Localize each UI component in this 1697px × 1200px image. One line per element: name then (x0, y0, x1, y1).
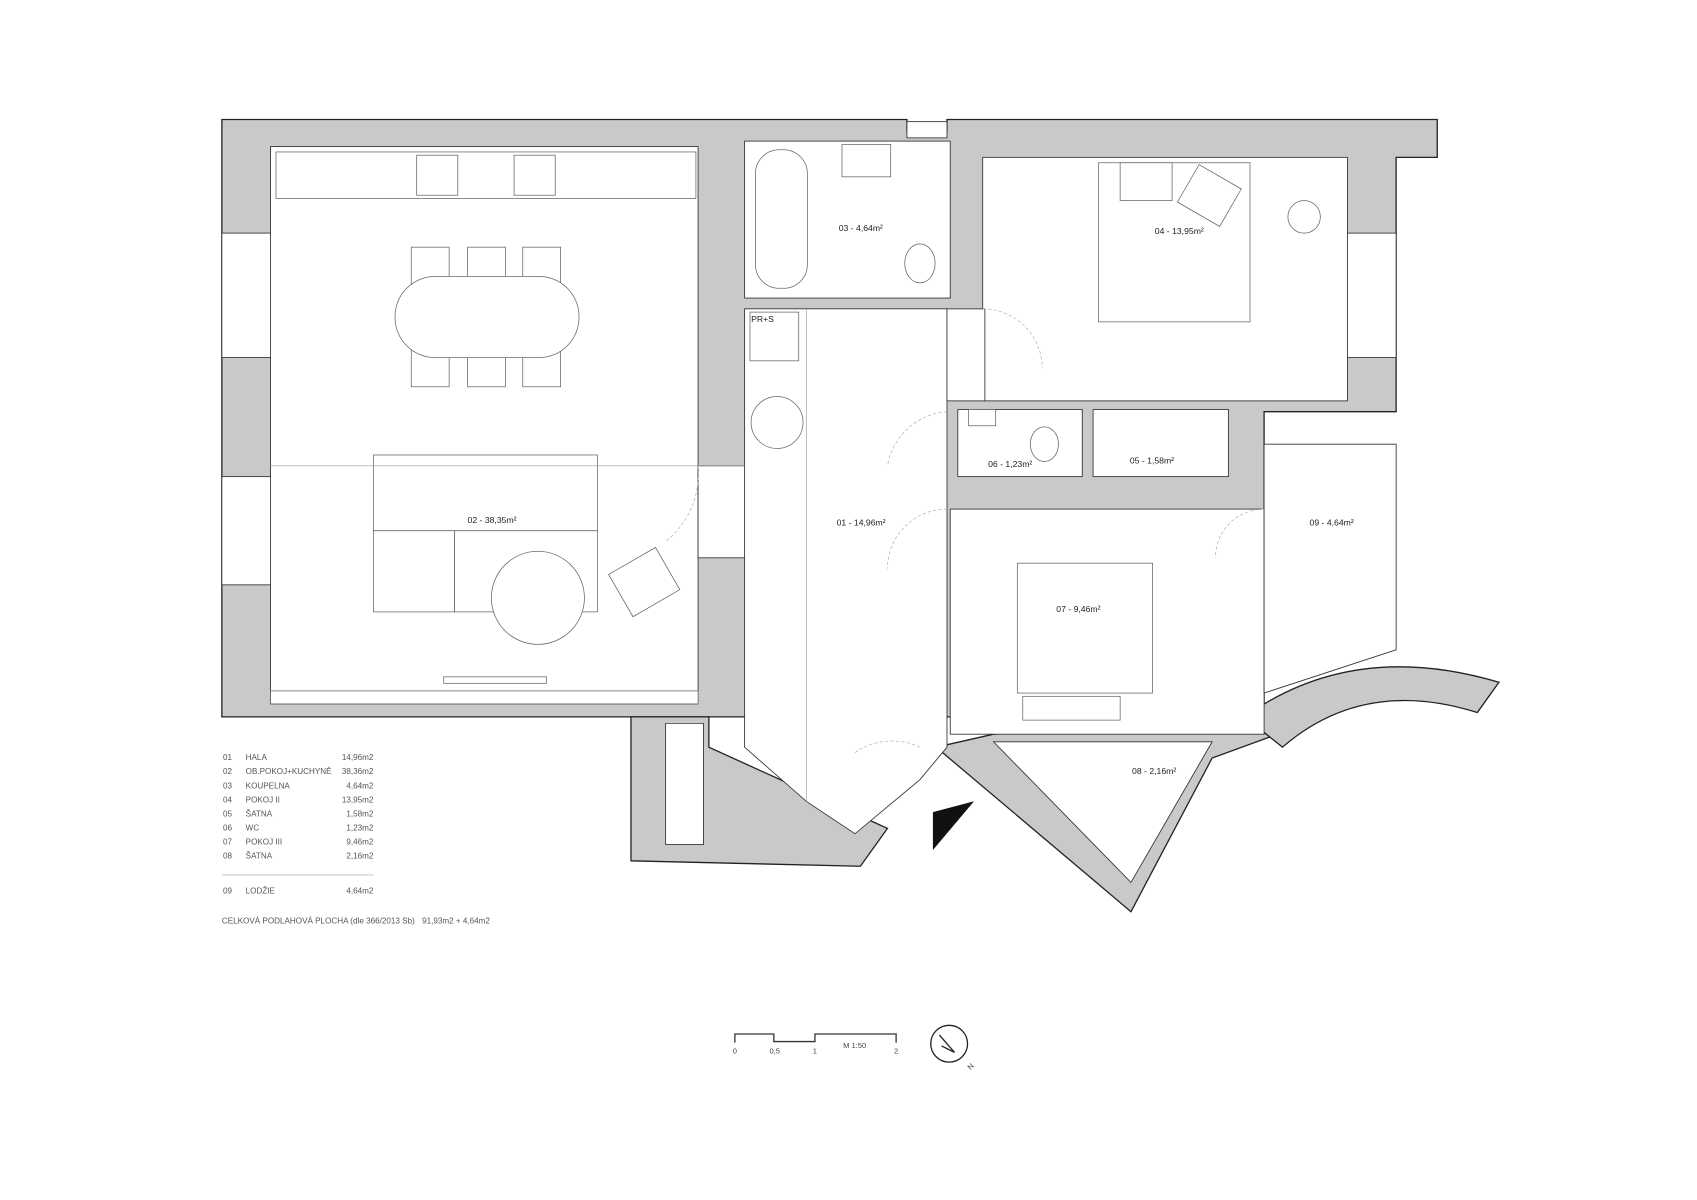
svg-text:1,58m2: 1,58m2 (346, 809, 374, 818)
legend-row: 01 HALA 14,96m2 (223, 753, 374, 762)
room-labels: 01 - 14,96m² 02 - 38,35m² 03 - 4,64m² 04… (468, 223, 1354, 776)
legend-row: 02 OB.POKOJ+KUCHYNĚ 38,36m2 (223, 767, 374, 776)
entrance-marker (932, 801, 975, 851)
svg-text:M 1:50: M 1:50 (843, 1041, 866, 1050)
svg-text:ŠATNA: ŠATNA (246, 809, 273, 818)
room-label-01: 01 - 14,96m² (837, 517, 886, 527)
room-label-08: 08 - 2,16m² (1132, 766, 1176, 776)
svg-text:KOUPELNA: KOUPELNA (246, 781, 291, 790)
door-swings (665, 308, 1265, 753)
svg-text:2,16m2: 2,16m2 (346, 852, 374, 861)
room-label-07: 07 - 9,46m² (1056, 604, 1100, 614)
legend-row: 09 LODŽIE 4,64m2 (223, 886, 374, 895)
svg-text:09: 09 (223, 886, 233, 895)
svg-text:OB.POKOJ+KUCHYNĚ: OB.POKOJ+KUCHYNĚ (246, 767, 332, 776)
svg-text:01: 01 (223, 753, 233, 762)
room-label-02: 02 - 38,35m² (468, 515, 517, 525)
svg-text:0,5: 0,5 (769, 1046, 780, 1055)
svg-text:LODŽIE: LODŽIE (246, 886, 276, 895)
svg-text:N: N (966, 1061, 976, 1071)
svg-text:POKOJ II: POKOJ II (246, 795, 280, 804)
room-label-05: 05 - 1,58m² (1130, 456, 1174, 466)
legend-row: 08 ŠATNA 2,16m2 (223, 852, 374, 861)
svg-text:05: 05 (223, 809, 233, 818)
total-area-value: 91,93m2 + 4,64m2 (422, 917, 490, 926)
room-label-03: 03 - 4,64m² (839, 223, 883, 233)
svg-text:04: 04 (223, 795, 233, 804)
svg-text:4,64m2: 4,64m2 (346, 886, 374, 895)
svg-text:2: 2 (894, 1046, 898, 1055)
svg-text:HALA: HALA (246, 753, 268, 762)
legend-row: 06 WC 1,23m2 (223, 824, 374, 833)
svg-text:02: 02 (223, 767, 233, 776)
svg-text:07: 07 (223, 838, 233, 847)
svg-text:03: 03 (223, 781, 233, 790)
rooms (221, 121, 1397, 884)
room-label-06: 06 - 1,23m² (988, 459, 1032, 469)
room-label-prs: PR+S (751, 314, 774, 324)
legend-row: 03 KOUPELNA 4,64m2 (223, 781, 374, 790)
svg-text:14,96m2: 14,96m2 (342, 753, 374, 762)
svg-text:0: 0 (733, 1046, 737, 1055)
svg-text:POKOJ III: POKOJ III (246, 838, 283, 847)
svg-text:9,46m2: 9,46m2 (346, 838, 374, 847)
scale-bar: 0 0,5 1 2 M 1:50 (733, 1033, 898, 1055)
svg-text:WC: WC (246, 824, 260, 833)
room-label-04: 04 - 13,95m² (1155, 226, 1204, 236)
legend-row: 07 POKOJ III 9,46m2 (223, 838, 374, 847)
legend-row: 04 POKOJ II 13,95m2 (223, 795, 374, 804)
svg-text:13,95m2: 13,95m2 (342, 795, 374, 804)
svg-text:1: 1 (813, 1046, 817, 1055)
svg-text:38,36m2: 38,36m2 (342, 767, 374, 776)
room-label-09: 09 - 4,64m² (1310, 517, 1354, 527)
svg-text:ŠATNA: ŠATNA (246, 852, 273, 861)
north-arrow: N (930, 1024, 976, 1072)
legend-row: 05 ŠATNA 1,58m2 (223, 809, 374, 818)
svg-text:1,23m2: 1,23m2 (346, 824, 374, 833)
svg-text:08: 08 (223, 852, 233, 861)
svg-text:4,64m2: 4,64m2 (346, 781, 374, 790)
svg-text:06: 06 (223, 824, 233, 833)
furniture (270, 143, 1321, 802)
total-area-label: CELKOVÁ PODLAHOVÁ PLOCHA (dle 366/2013 S… (222, 917, 415, 926)
